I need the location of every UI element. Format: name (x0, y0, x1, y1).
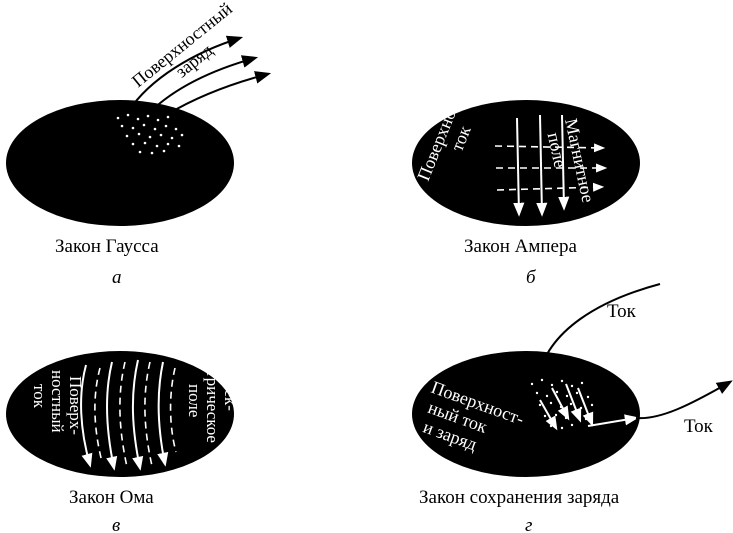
panel-charge-conservation: Ток Ток Поверхност- ный ток и заряд Зако… (412, 283, 733, 533)
field-label: Элек- трическое поле (185, 370, 240, 443)
law-caption: Закон Ома (69, 487, 154, 508)
panel-letter: а (112, 267, 122, 288)
law-caption: Закон сохранения заряда (419, 487, 620, 508)
panel-gauss: Поверхностный заряд Закон Гаусса а (6, 0, 272, 288)
law-caption: Закон Гаусса (55, 236, 159, 257)
current-label-line3: ток (30, 384, 49, 409)
current-out-label: Ток (684, 416, 714, 437)
charge-dots (116, 113, 184, 155)
panel-ampere: Поверхностный ток Магнитное поле Закон А… (412, 62, 640, 288)
surface-ellipse (412, 100, 640, 226)
current-lines (513, 114, 570, 217)
law-caption: Закон Ампера (464, 236, 577, 257)
current-lines (80, 359, 169, 471)
field-label-line3: поле (185, 384, 204, 417)
panel-letter: б (526, 267, 537, 288)
panel-ohm: Поверх- ностный ток Элек- трическое поле… (6, 351, 240, 533)
magnetic-field-lines (494, 143, 608, 192)
current-in-label: Ток (607, 301, 637, 322)
field-label-line2: трическое (203, 370, 222, 443)
current-label-line2: ностный (48, 370, 67, 433)
current-label: Поверх- ностный ток (30, 370, 85, 435)
electric-field-lines (94, 361, 177, 468)
surface-current-arrows (539, 383, 639, 431)
current-out-wire (635, 380, 733, 420)
panel-letter: г (525, 515, 532, 533)
current-in-wire (534, 283, 661, 382)
surface-ellipse (6, 100, 234, 226)
field-label-line1: Элек- (221, 370, 240, 411)
panel-letter: в (112, 515, 120, 533)
electric-field-lines (127, 35, 272, 115)
current-label-line1: Поверх- (66, 376, 85, 435)
